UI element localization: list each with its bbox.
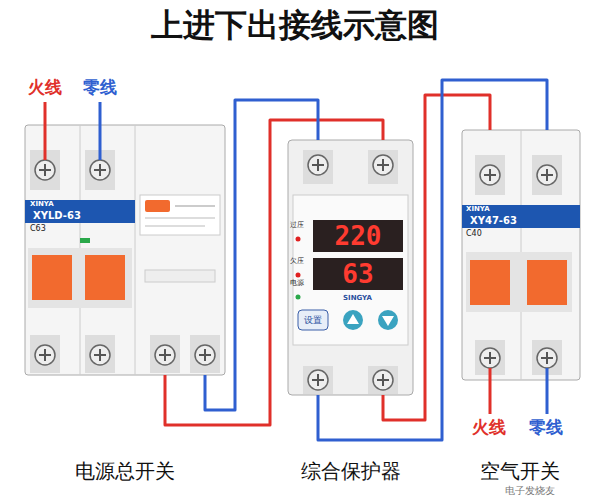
device-caption: 综合保护器 <box>248 460 453 482</box>
brand-text: XINYA <box>466 206 490 214</box>
rating-text: C40 <box>466 230 482 239</box>
display-digits: 63 <box>313 258 403 290</box>
device-node: XINYAXY47-63C40空气开关 <box>462 130 580 380</box>
wire-label: 零线 <box>529 418 563 437</box>
device-caption: 电源总开关 <box>0 460 250 482</box>
brand-text: XINYA <box>30 201 54 209</box>
device-node: XINYAXYLD-63C63电源总开关 <box>25 125 225 375</box>
watermark: 电子发烧友 <box>505 485 555 496</box>
wire-label: 火线 <box>472 418 506 437</box>
wire <box>383 95 490 420</box>
button-label: 设置 <box>298 310 328 330</box>
indicator-text: 电源 <box>290 280 304 288</box>
indicator-text: 欠压 <box>290 258 304 266</box>
brand-text: SINGYA <box>343 295 372 303</box>
rating-text: C63 <box>30 225 46 234</box>
wire <box>205 100 318 410</box>
device-caption: 空气开关 <box>452 460 588 482</box>
model-text: XYLD-63 <box>33 210 81 221</box>
indicator-text: 过压 <box>290 222 304 230</box>
wire-label: 火线 <box>28 78 62 97</box>
wire-label: 零线 <box>83 78 117 97</box>
diagram-title: 上进下出接线示意图 <box>0 8 590 43</box>
model-text: XY47-63 <box>470 215 517 226</box>
device-node: 过压220欠压63电源SINGYA设置综合保护器 <box>288 140 413 395</box>
display-digits: 220 <box>313 220 403 252</box>
